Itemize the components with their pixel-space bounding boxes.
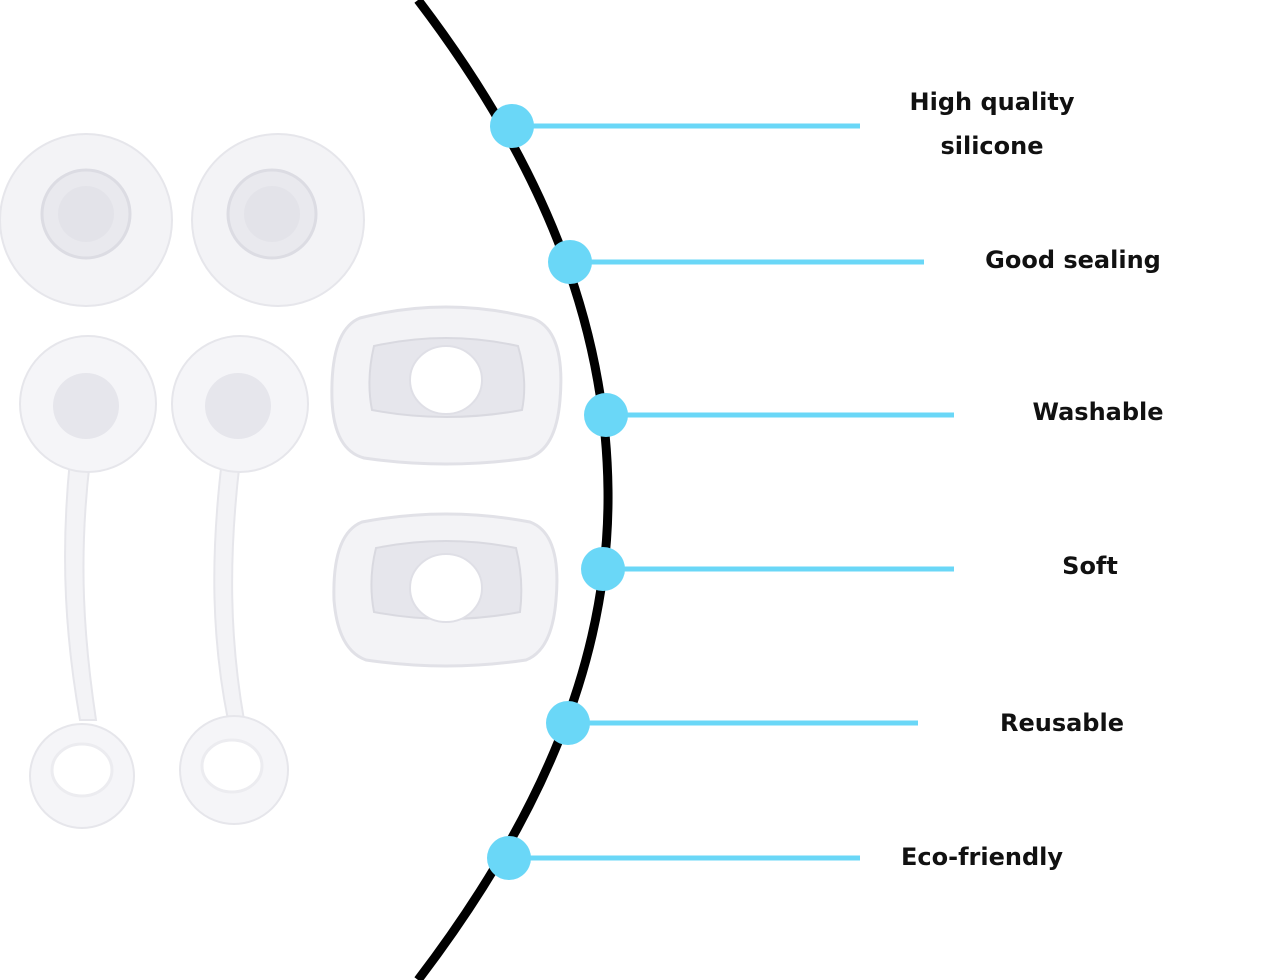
round-plug-icon xyxy=(0,133,173,307)
feature-label-eco-friendly: Eco-friendly xyxy=(888,835,1076,879)
feature-label-line: Good sealing xyxy=(985,246,1161,274)
feature-dot-icon xyxy=(584,393,628,437)
square-gasket-icon xyxy=(332,512,559,668)
feature-label-line: High quality xyxy=(909,88,1075,116)
feature-label-line: Soft xyxy=(1062,552,1118,580)
feature-label-washable: Washable xyxy=(1010,390,1186,434)
feature-label-line: Reusable xyxy=(999,709,1124,737)
feature-dot-icon xyxy=(490,104,534,148)
feature-dot-icon xyxy=(487,836,531,880)
tethered-stopper-icon xyxy=(171,335,309,825)
feature-label-soft: Soft xyxy=(1040,544,1140,588)
feature-dot-icon xyxy=(546,701,590,745)
feature-dot-icon xyxy=(548,240,592,284)
feature-dot-icon xyxy=(581,547,625,591)
divider-arc xyxy=(414,0,613,980)
feature-label-line: Washable xyxy=(1032,398,1164,426)
round-plug-icon xyxy=(191,133,365,307)
square-gasket-icon xyxy=(330,305,563,466)
feature-label-reusable: Reusable xyxy=(986,701,1138,745)
feature-label-good-sealing: Good sealing xyxy=(970,238,1176,282)
tethered-stopper-icon xyxy=(19,335,157,829)
feature-label-line: Eco-friendly xyxy=(901,843,1063,871)
feature-label-line: silicone xyxy=(940,132,1044,160)
feature-label-high-quality-silicone: High quality silicone xyxy=(892,80,1092,168)
